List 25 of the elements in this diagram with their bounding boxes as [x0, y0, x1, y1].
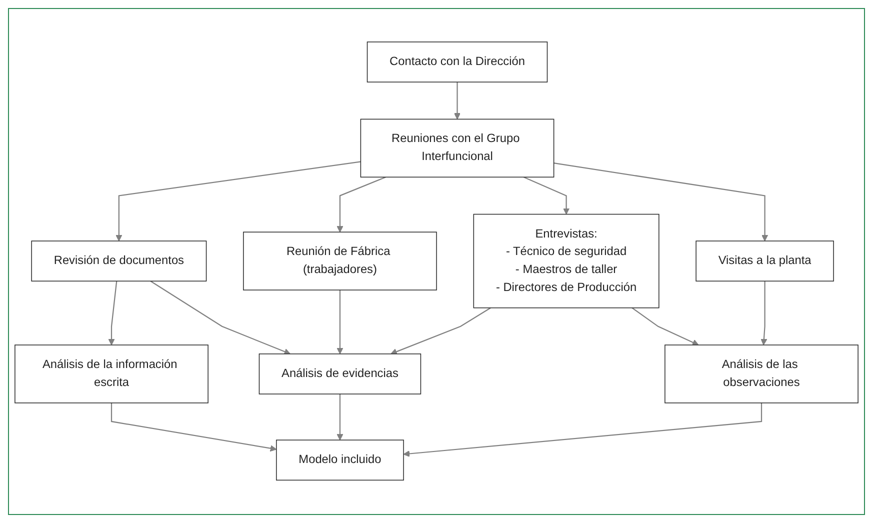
- arrow: [336, 177, 386, 233]
- arrow: [108, 282, 118, 346]
- arrow: [403, 403, 762, 458]
- arrow: [110, 403, 277, 452]
- arrow: [760, 282, 768, 346]
- node-box: [258, 354, 422, 395]
- node-box: [360, 119, 554, 178]
- arrow: [390, 308, 491, 356]
- arrow: [336, 394, 344, 441]
- node-box: [276, 440, 404, 481]
- frame-border: Contacto con la Dirección Reuniones con el Grupo Interfuncional Revisión de documentos Reunión de Fábrica (trabajadores) Entrevistas: - Técnico de seguridad - Maestros de taller - Directores de Producción Visitas a la planta Análisis de la información escrita Análisis de evidencias Análisis de las observaciones Modelo incluido: [8, 8, 865, 515]
- node-box: [366, 42, 548, 83]
- node-box: [243, 232, 437, 291]
- arrow: [150, 281, 290, 356]
- arrow: [336, 290, 344, 355]
- arrow: [116, 162, 361, 242]
- node-box: [14, 345, 208, 404]
- node-box: [664, 345, 858, 404]
- node-box: [696, 241, 834, 282]
- node-box: [31, 241, 207, 282]
- arrow: [523, 177, 570, 215]
- arrow: [554, 162, 768, 242]
- arrow: [454, 82, 461, 120]
- node-box: [473, 214, 660, 309]
- arrow: [632, 308, 699, 346]
